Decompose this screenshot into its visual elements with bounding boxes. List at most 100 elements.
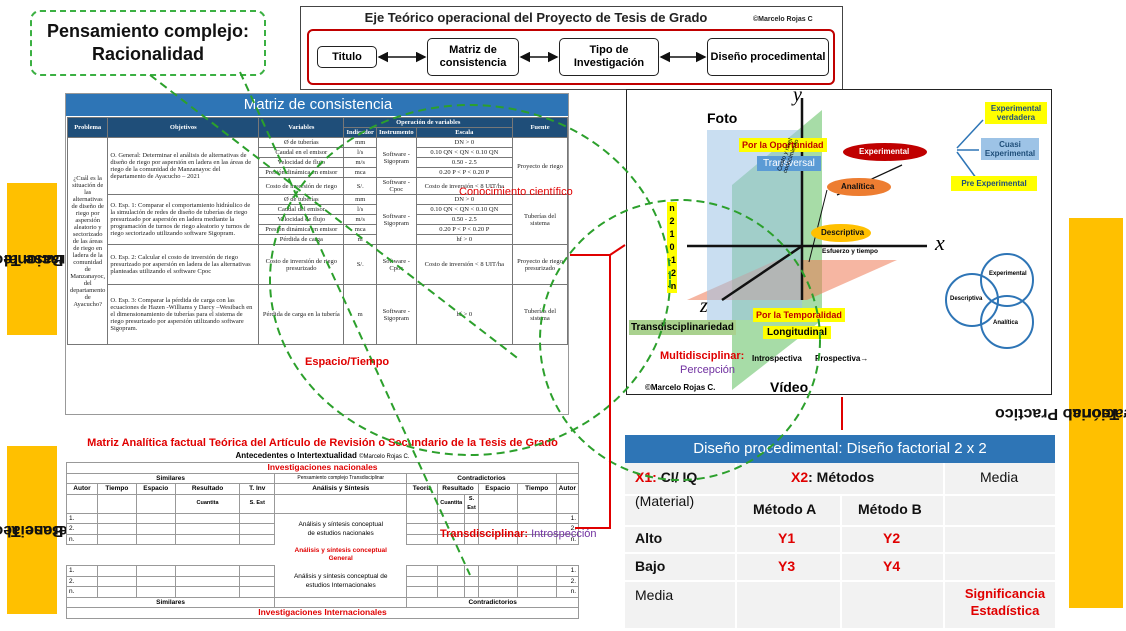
table-cell: DN > 0 — [415, 137, 514, 148]
pensamiento-line2: Racionalidad — [91, 44, 205, 64]
table-cell: Ø de tuberías — [258, 137, 345, 148]
row-num: 1. — [555, 512, 580, 524]
pensamiento-line1: Pensamiento complejo: — [46, 21, 250, 41]
analitica-table: Investigaciones nacionales Similares Pen… — [65, 462, 580, 619]
table-cell: 0.10 QN < QN < 0.10 QN — [415, 204, 514, 215]
divider — [840, 494, 842, 628]
analitica-subcol: S. Est — [464, 493, 479, 514]
analitica-col: Espacio — [477, 483, 518, 495]
analitica-similares: Similares — [65, 472, 276, 484]
alto-label: Alto — [635, 530, 663, 546]
matriz-header: Matriz de consistencia — [66, 94, 568, 116]
objetivo-especifico-2: O. Esp. 2: Calcular el costo de inversió… — [107, 244, 260, 285]
pensamiento-complejo-box: Pensamiento complejo: Racionalidad — [30, 10, 266, 76]
side-label-line2: Operacional — [1067, 405, 1126, 422]
media-header: Media — [980, 469, 1019, 485]
analitica-similares: Similares — [65, 596, 276, 608]
table-cell: 0.50 - 2.5 — [415, 214, 514, 225]
analitica-copyright: ©Marcelo Rojas C. — [359, 454, 410, 460]
table-cell: m — [343, 284, 377, 345]
y-scale-label: 1 — [669, 229, 675, 239]
table-cell: Velocidad de flujo — [258, 214, 345, 225]
row-num: 1. — [66, 565, 98, 577]
col-indicador: Indicador — [343, 127, 377, 138]
analitica-subtitle-text: Antecedentes o Intertextualidad — [235, 451, 357, 460]
eje-copyright: ©Marcelo Rojas C — [753, 16, 813, 23]
label-trans: Transdisciplinar: Introspección — [440, 528, 597, 540]
analitica-col: Autor — [555, 483, 580, 495]
matriz-table: Problema Objetivos Variables Operación d… — [66, 117, 568, 345]
axis-y-label: y — [793, 89, 802, 106]
y-scale-label: n — [669, 203, 675, 213]
significancia-line2: Estadística — [970, 603, 1040, 618]
cell-y2: Y2 — [883, 530, 901, 546]
col-variables: Variables — [258, 117, 345, 138]
table-cell: hf > 0 — [415, 234, 514, 245]
analitica-col: Tiempo — [96, 483, 137, 495]
label-transdisciplinariedad: Transdisciplinariedad — [629, 320, 736, 335]
col-operacion: Operación de variables — [343, 117, 514, 128]
table-cell: Pérdida de carga — [258, 234, 345, 245]
venn-experimental: Experimental — [989, 271, 1027, 277]
row-num: 2. — [66, 523, 98, 535]
divider — [735, 463, 737, 628]
table-cell: Proyecto de riego presurizado — [512, 244, 568, 285]
table-cell: 0.20 P < P < 0.20 P — [415, 224, 514, 235]
table-cell: Velocidad de flujo — [258, 157, 345, 168]
side-label-base-teorica-operacional: Base TeóricaOperacional — [0, 183, 96, 335]
table-cell: Software - Sigopram — [375, 194, 417, 245]
table-cell: m/s — [343, 157, 377, 168]
divider — [943, 463, 945, 628]
label-transversal: Transversal — [757, 156, 821, 171]
label-esfuerzo: Esfuerzo y tiempo — [822, 248, 878, 255]
label-experimental: Experimental — [859, 147, 910, 156]
analitica-col: T. Inv — [239, 483, 276, 495]
table-cell: Ø de tuberías — [258, 194, 345, 205]
label-descriptiva: Descriptiva — [821, 228, 865, 237]
y-scale-label: 0 — [669, 242, 675, 252]
analitica-nacionales: Investigaciones nacionales — [66, 462, 579, 474]
table-cell: mm — [343, 137, 377, 148]
analitica-internacionales: Investigaciones Internacionales — [66, 607, 579, 619]
label-trans-text: Transdisciplinar: — [440, 528, 529, 540]
eje-teorico-panel: Eje Teórico operacional del Proyecto de … — [300, 6, 843, 90]
col-escala: Escala — [415, 127, 514, 138]
table-cell: Software - Sigopram — [375, 284, 417, 345]
diseno-procedimental-panel: Diseño procedimental: Diseño factorial 2… — [625, 435, 1055, 628]
label-oportunidad: Por la Oportunidad — [739, 138, 827, 152]
objetivo-especifico-1: O. Esp. 1: Comparar el comportamiento hi… — [107, 194, 260, 245]
diseno-header: Diseño procedimental: Diseño factorial 2… — [625, 435, 1055, 463]
table-cell: hf > 0 — [415, 284, 514, 345]
analitica-subtitle: Antecedentes o Intertextualidad ©Marcelo… — [66, 451, 579, 462]
x2-cell: X2: Métodos — [791, 469, 874, 485]
x1-tag: X1: — [635, 469, 657, 485]
table-cell: Caudal en el emisor — [258, 147, 345, 158]
cell-y1: Y1 — [778, 530, 796, 546]
analitica-text: Análisis y síntesis conceptual — [298, 521, 384, 528]
label-analitica: Analítica — [841, 182, 875, 191]
row-num: 2. — [555, 575, 580, 587]
table-cell: S/. — [343, 244, 377, 285]
row-num: 2. — [66, 575, 98, 587]
objetivo-especifico-3: O. Esp. 3: Comparar la pérdida de carga … — [107, 284, 260, 345]
side-label-base-teorica-referencial: Base TeóricaReferencial — [0, 446, 93, 614]
table-cell: 0.20 P < P < 0.20 P — [415, 167, 514, 178]
x1-cell: X1: CI/ IQ — [635, 469, 697, 485]
analitica-subcol: Cuantita — [174, 493, 241, 514]
y-scale-label: -2 — [667, 268, 676, 278]
table-cell: Presión dinámica en emisor — [258, 224, 345, 235]
eje-box-titulo: Titulo — [317, 46, 377, 68]
cell-y4: Y4 — [883, 558, 901, 574]
table-cell: l/s — [343, 147, 377, 158]
table-cell: mca — [343, 224, 377, 235]
table-cell: Software - Cpoc — [375, 244, 417, 285]
label-temporalidad: Por la Temporalidad — [753, 308, 845, 322]
row-num: 1. — [555, 565, 580, 577]
label-introspectiva: Introspectiva — [752, 354, 802, 363]
analitica-text: estudios Internacionales — [305, 582, 376, 589]
